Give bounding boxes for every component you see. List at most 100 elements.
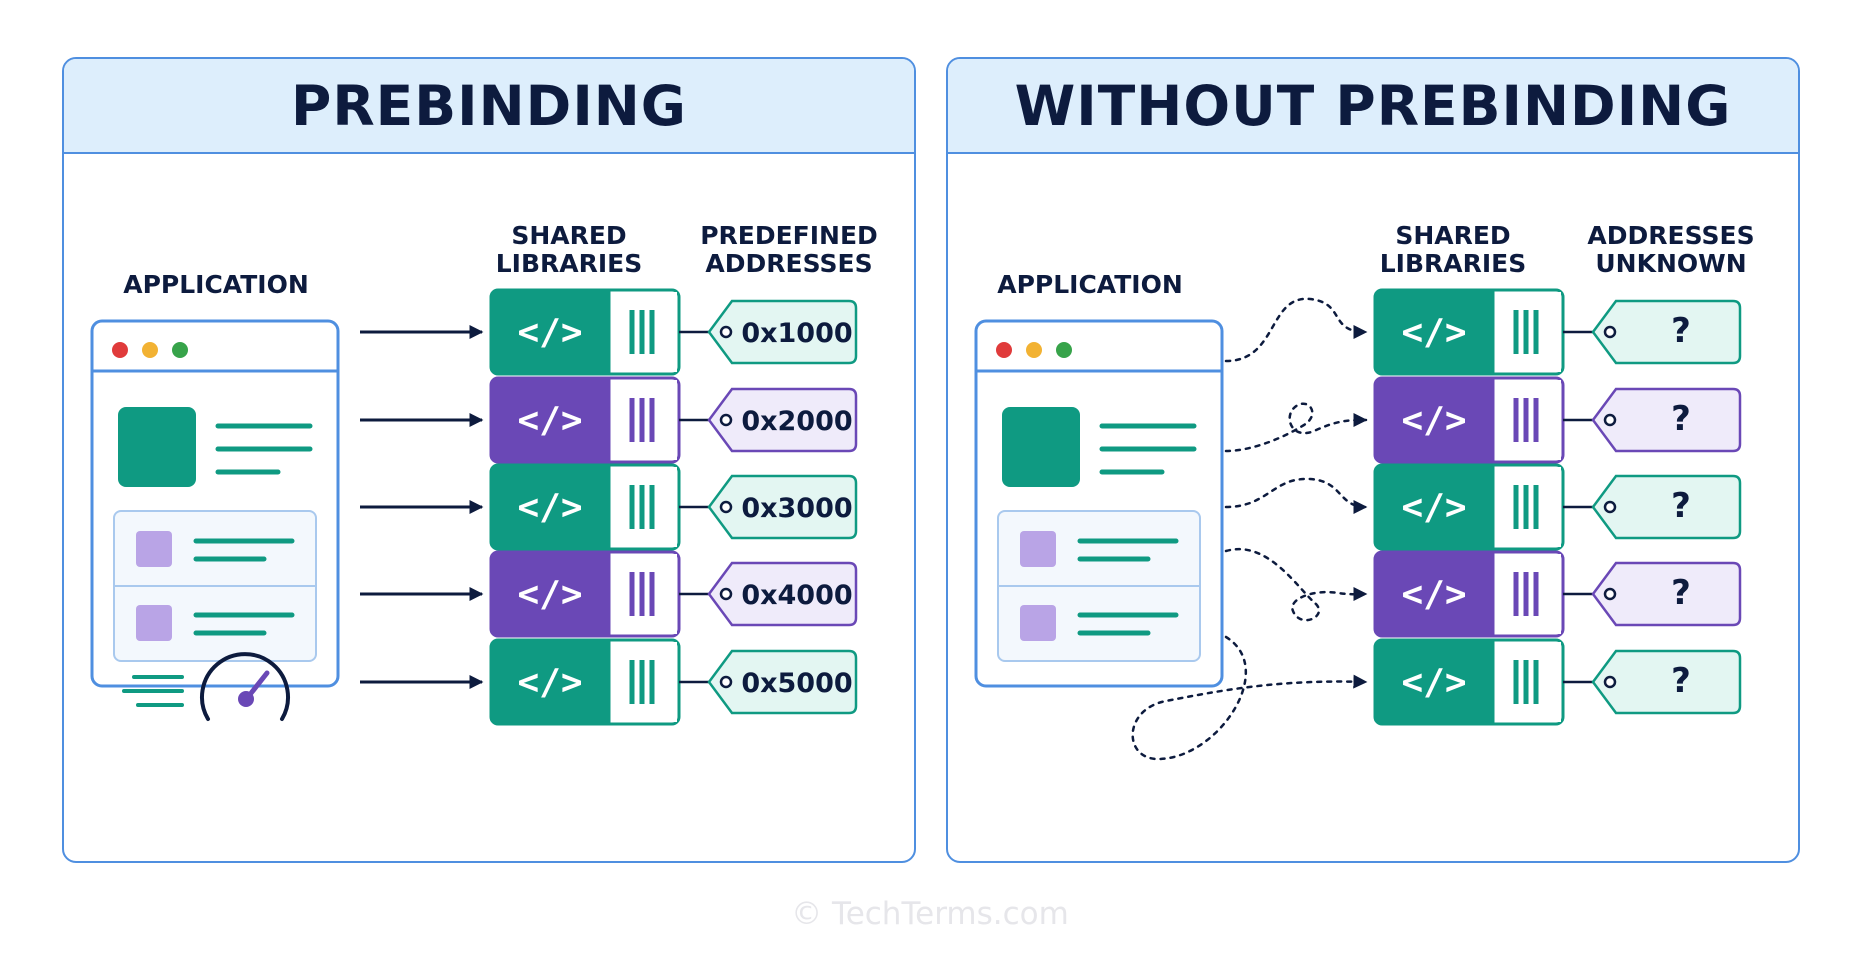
content-image-block: [118, 407, 196, 487]
address-tag: [707, 561, 858, 627]
prebinding-title: PREBINDING: [291, 73, 687, 138]
tag-hole-icon: [719, 587, 733, 601]
address-value: 0x5000: [741, 668, 852, 699]
tag-hole-icon: [1603, 413, 1617, 427]
library-row: </>?: [1373, 288, 1742, 376]
address-tag: [707, 649, 858, 715]
address-tag: [707, 474, 858, 540]
address-tag: [1591, 299, 1742, 365]
application-label: APPLICATION: [123, 270, 309, 299]
address-value: ?: [1671, 573, 1691, 613]
tag-hole-icon: [1603, 587, 1617, 601]
address-value: 0x4000: [741, 580, 852, 611]
addresses-unknown-label: ADDRESSES: [1587, 221, 1754, 250]
address-tag: [1591, 561, 1742, 627]
tag-hole-icon: [1603, 500, 1617, 514]
tag-hole-icon: [719, 413, 733, 427]
close-dot-icon: [112, 342, 128, 358]
address-value: 0x1000: [741, 318, 852, 349]
library-code-section: [1375, 465, 1493, 549]
list-item-thumbnail: [136, 531, 172, 567]
code-icon: </>: [1401, 662, 1466, 703]
application-window: [90, 319, 340, 688]
library-row: </>?: [1373, 376, 1742, 464]
list-item-thumbnail: [136, 605, 172, 641]
code-icon: </>: [1401, 487, 1466, 528]
library-code-section: [491, 290, 609, 374]
code-icon: </>: [517, 574, 582, 615]
tag-hole-icon: [719, 500, 733, 514]
list-item-thumbnail: [1020, 531, 1056, 567]
address-value: ?: [1671, 486, 1691, 526]
unknown-binding-path: [1224, 297, 1368, 363]
unknown-binding-path: [1224, 547, 1368, 622]
unknown-binding-path: [1224, 477, 1368, 514]
maximize-dot-icon: [1056, 342, 1072, 358]
shared-libraries-label: SHARED: [511, 221, 626, 250]
minimize-dot-icon: [142, 342, 158, 358]
unknown-binding-path: [1224, 402, 1368, 453]
without-prebinding-header: WITHOUT PREBINDING: [948, 59, 1798, 154]
library-code-section: [491, 378, 609, 462]
addresses-unknown-label: UNKNOWN: [1595, 249, 1746, 278]
address-tag: [1591, 474, 1742, 540]
application-window: [974, 319, 1224, 688]
tag-hole-icon: [719, 675, 733, 689]
library-code-section: [491, 640, 609, 724]
shared-libraries-label: SHARED: [1395, 221, 1510, 250]
close-dot-icon: [996, 342, 1012, 358]
maximize-dot-icon: [172, 342, 188, 358]
library-code-section: [1375, 640, 1493, 724]
minimize-dot-icon: [1026, 342, 1042, 358]
library-row: </> 0x2000: [489, 376, 858, 464]
library-row: </> 0x5000: [489, 638, 858, 726]
code-icon: </>: [517, 487, 582, 528]
prebinding-header: PREBINDING: [64, 59, 914, 154]
library-row: </> 0x1000: [489, 288, 858, 376]
address-value: ?: [1671, 311, 1691, 351]
code-icon: </>: [1401, 312, 1466, 353]
content-image-block: [1002, 407, 1080, 487]
address-value: ?: [1671, 399, 1691, 439]
without-prebinding-title: WITHOUT PREBINDING: [1014, 73, 1732, 138]
list-item-thumbnail: [1020, 605, 1056, 641]
shared-libraries-label: LIBRARIES: [1380, 249, 1527, 278]
address-tag: [1591, 387, 1742, 453]
gauge-hub: [238, 691, 254, 707]
gauge-arc: [200, 652, 290, 721]
speedometer-icon: [122, 652, 290, 721]
tag-hole-icon: [1603, 675, 1617, 689]
library-row: </>?: [1373, 463, 1742, 551]
address-value: ?: [1671, 661, 1691, 701]
library-row: </> 0x3000: [489, 463, 858, 551]
code-icon: </>: [517, 662, 582, 703]
tag-hole-icon: [719, 325, 733, 339]
copyright-footer: © TechTerms.com: [791, 896, 1069, 932]
predefined-addresses-label: ADDRESSES: [705, 249, 872, 278]
library-code-section: [491, 552, 609, 636]
code-icon: </>: [1401, 574, 1466, 615]
shared-libraries-label: LIBRARIES: [496, 249, 643, 278]
library-code-section: [1375, 378, 1493, 462]
tag-hole-icon: [1603, 325, 1617, 339]
address-tag: [1591, 649, 1742, 715]
code-icon: </>: [517, 400, 582, 441]
library-code-section: [1375, 552, 1493, 636]
library-row: </>?: [1373, 550, 1742, 638]
library-code-section: [491, 465, 609, 549]
unknown-binding-path: [1131, 635, 1368, 761]
address-tag: [707, 387, 858, 453]
application-label: APPLICATION: [997, 270, 1183, 299]
code-icon: </>: [1401, 400, 1466, 441]
address-value: 0x3000: [741, 493, 852, 524]
code-icon: </>: [517, 312, 582, 353]
address-tag: [707, 299, 858, 365]
address-value: 0x2000: [741, 406, 852, 437]
predefined-addresses-label: PREDEFINED: [700, 221, 878, 250]
library-code-section: [1375, 290, 1493, 374]
library-row: </>?: [1373, 638, 1742, 726]
